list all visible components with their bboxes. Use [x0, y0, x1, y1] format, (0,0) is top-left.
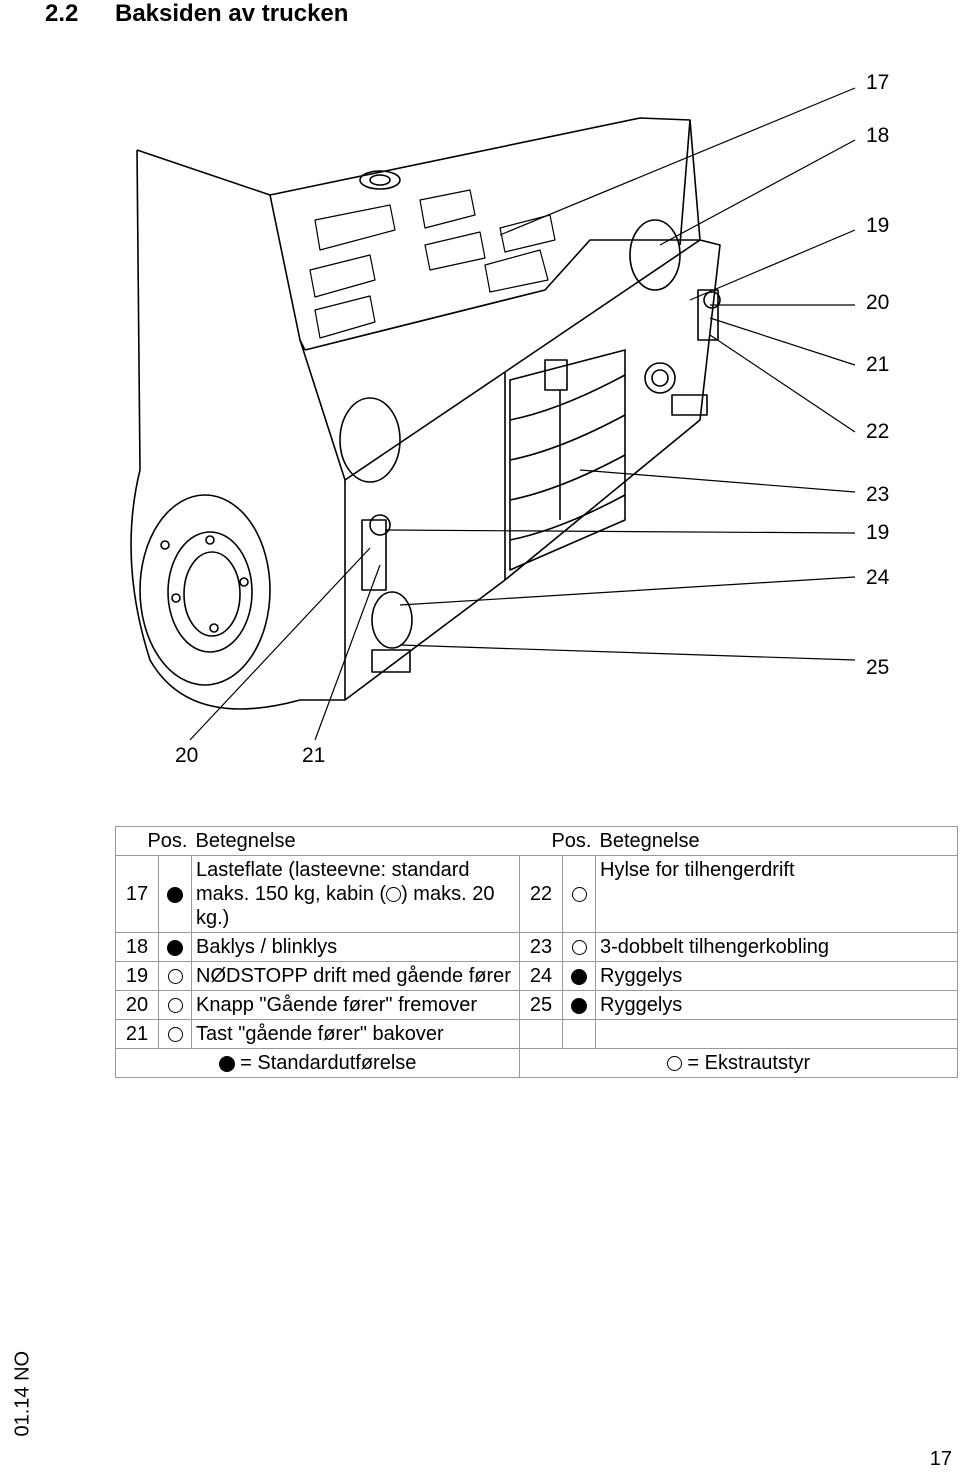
table-header: Pos. Betegnelse Pos. Betegnelse [115, 826, 958, 856]
section-number: 2.2 [45, 0, 79, 27]
row-pos: 18 [115, 932, 159, 962]
row-pos-2: 22 [519, 855, 563, 933]
callout-19: 19 [866, 214, 890, 237]
row-desc-2: Ryggelys [595, 961, 958, 991]
callout-21: 21 [866, 353, 890, 376]
standard-dot-icon [571, 968, 587, 985]
optional-circle-icon [571, 940, 587, 956]
callout-22: 22 [866, 420, 890, 443]
row-desc-2: Ryggelys [595, 990, 958, 1020]
header-desc-2: Betegnelse [595, 826, 958, 856]
header-desc-1: Betegnelse [191, 826, 520, 856]
table-row: 21 Tast "gående fører" bakover [115, 1019, 958, 1049]
row-pos-2: 25 [519, 990, 563, 1020]
truck-rear-illustration [130, 87, 856, 741]
header-pos-1: Pos. [115, 826, 192, 856]
row-pos: 20 [115, 990, 159, 1020]
legend-row: = Standardutførelse = Ekstrautstyr [115, 1048, 958, 1078]
table-row: 17 Lasteflate (lasteevne: standard maks.… [115, 855, 958, 933]
row-pos: 19 [115, 961, 159, 991]
row-pos: 17 [115, 855, 159, 933]
legend-table: Pos. Betegnelse Pos. Betegnelse 17 Laste… [115, 826, 958, 1078]
standard-dot-icon [571, 997, 587, 1014]
row-pos-2: 24 [519, 961, 563, 991]
standard-dot-icon [167, 886, 183, 903]
footer-date: 01.14 NO [11, 1350, 34, 1437]
optional-circle-icon [571, 887, 587, 903]
callout-17: 17 [866, 71, 890, 94]
callout-24: 24 [866, 566, 890, 589]
table-row: 20 Knapp "Gående fører" fremover 25 Rygg… [115, 990, 958, 1020]
callout-25: 25 [866, 656, 890, 679]
row-pos: 21 [115, 1019, 159, 1049]
optional-circle-icon [167, 969, 183, 985]
table-row: 18 Baklys / blinklys 23 3-dobbelt tilhen… [115, 932, 958, 962]
legend-standard: = Standardutførelse [240, 1052, 417, 1074]
section-heading: 2.2 Baksiden av trucken [45, 0, 348, 28]
row-desc: Tast "gående fører" bakover [191, 1019, 520, 1049]
row-desc: Lasteflate (lasteevne: standard maks. 15… [191, 855, 520, 933]
optional-circle-icon [666, 1056, 682, 1072]
optional-circle-icon [386, 887, 402, 903]
callout-21b: 21 [302, 744, 326, 767]
row-desc-2: Hylse for tilhengerdrift [595, 855, 958, 933]
callout-19b: 19 [866, 521, 890, 544]
page-number: 17 [929, 1448, 952, 1470]
table-row: 19 NØDSTOPP drift med gående fører 24 Ry… [115, 961, 958, 991]
row-desc-2: 3-dobbelt tilhengerkobling [595, 932, 958, 962]
standard-dot-icon [218, 1055, 235, 1072]
callout-20b: 20 [175, 744, 199, 767]
standard-dot-icon [167, 939, 183, 956]
optional-circle-icon [167, 1027, 183, 1043]
row-pos-2: 23 [519, 932, 563, 962]
callout-18: 18 [866, 124, 890, 147]
row-desc: Baklys / blinklys [191, 932, 520, 962]
section-title: Baksiden av trucken [115, 0, 349, 27]
optional-circle-icon [167, 998, 183, 1014]
callout-20: 20 [866, 291, 890, 314]
header-pos-2: Pos. [519, 826, 596, 856]
row-desc: NØDSTOPP drift med gående fører [191, 961, 520, 991]
callout-23: 23 [866, 483, 890, 506]
row-desc: Knapp "Gående fører" fremover [191, 990, 520, 1020]
legend-extra: = Ekstrautstyr [687, 1052, 811, 1074]
